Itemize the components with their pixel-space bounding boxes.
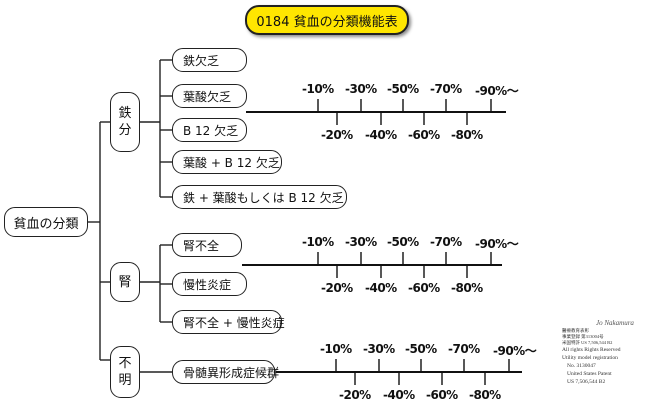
percentage-scales bbox=[242, 99, 522, 385]
scale-label-upper: -30% bbox=[345, 82, 377, 96]
category-kidney: 腎 bbox=[110, 262, 140, 302]
category-iron: 鉄 分 bbox=[110, 92, 140, 152]
item-folate-b12-deficiency: 葉酸 + B 12 欠乏 bbox=[172, 150, 282, 174]
item-renal-failure-chronic-inflammation: 腎不全 + 慢性炎症 bbox=[172, 310, 285, 334]
scale-label-lower: -80% bbox=[451, 128, 483, 142]
rights-en-0: All rights Rights Reserved bbox=[562, 347, 621, 353]
scale-label-lower: -80% bbox=[469, 388, 501, 402]
scale-label-upper: -50% bbox=[405, 342, 437, 356]
scale-label-upper: -10% bbox=[320, 342, 352, 356]
scale-label-lower: -20% bbox=[321, 128, 353, 142]
signature: Jo Nakamura bbox=[596, 319, 634, 327]
category-kidney-label: 腎 bbox=[118, 274, 132, 290]
rights-line-1: 事業登録 第313004号 bbox=[562, 334, 604, 339]
item-iron-deficiency: 鉄欠乏 bbox=[172, 48, 247, 72]
rights-line-2: 米国特許 US 7,506,544 B2 bbox=[562, 340, 613, 345]
diagram-title: 0184 貧血の分類機能表 bbox=[245, 5, 409, 35]
scale-label-lower: -40% bbox=[365, 281, 397, 295]
scale-label-lower: -60% bbox=[408, 281, 440, 295]
scale-label-lower: -20% bbox=[321, 281, 353, 295]
rights-en-1: Utility model registration bbox=[562, 355, 618, 361]
category-iron-top: 鉄 bbox=[118, 106, 132, 121]
scale-label-lower: -20% bbox=[339, 388, 371, 402]
scale-label-lower: -60% bbox=[408, 128, 440, 142]
root-node: 貧血の分類 bbox=[4, 207, 88, 237]
rights-en-2: No. 3130047 bbox=[567, 363, 596, 369]
scale-label-upper: -90%〜 bbox=[493, 344, 537, 358]
scale-label-lower: -40% bbox=[383, 388, 415, 402]
item-folate-deficiency: 葉酸欠乏 bbox=[172, 84, 247, 108]
scale-label-lower: -80% bbox=[451, 281, 483, 295]
scale-label-upper: -10% bbox=[302, 235, 334, 249]
scale-label-upper: -50% bbox=[387, 235, 419, 249]
rights-en-3: United States Patent bbox=[567, 371, 612, 377]
scale-label-upper: -30% bbox=[363, 342, 395, 356]
item-iron-folate-or-b12-deficiency: 鉄 + 葉酸もしくは B 12 欠乏 bbox=[172, 185, 347, 209]
item-renal-failure: 腎不全 bbox=[172, 233, 242, 257]
scale-label-lower: -40% bbox=[365, 128, 397, 142]
scale-label-upper: -30% bbox=[345, 235, 377, 249]
rights-en-4: US 7,506,544 B2 bbox=[567, 379, 606, 385]
scale-label-upper: -90%〜 bbox=[475, 237, 519, 251]
scale-label-upper: -90%〜 bbox=[475, 84, 519, 98]
scale-label-upper: -50% bbox=[387, 82, 419, 96]
item-b12-deficiency: B 12 欠乏 bbox=[172, 118, 247, 142]
category-iron-bottom: 分 bbox=[118, 123, 132, 138]
rights-line-0: 醫療教育表彰 bbox=[562, 328, 589, 333]
item-myelodysplastic-syndrome: 骨髄異形成症候群 bbox=[172, 360, 279, 384]
scale-label-lower: -60% bbox=[426, 388, 458, 402]
category-unknown: 不 明 bbox=[110, 346, 140, 398]
scale-label-upper: -10% bbox=[302, 82, 334, 96]
scale-label-upper: -70% bbox=[448, 342, 480, 356]
category-unknown-top: 不 bbox=[118, 356, 132, 371]
category-unknown-bottom: 明 bbox=[118, 373, 132, 388]
scale-label-upper: -70% bbox=[430, 235, 462, 249]
item-chronic-inflammation: 慢性炎症 bbox=[172, 272, 247, 296]
scale-label-upper: -70% bbox=[430, 82, 462, 96]
